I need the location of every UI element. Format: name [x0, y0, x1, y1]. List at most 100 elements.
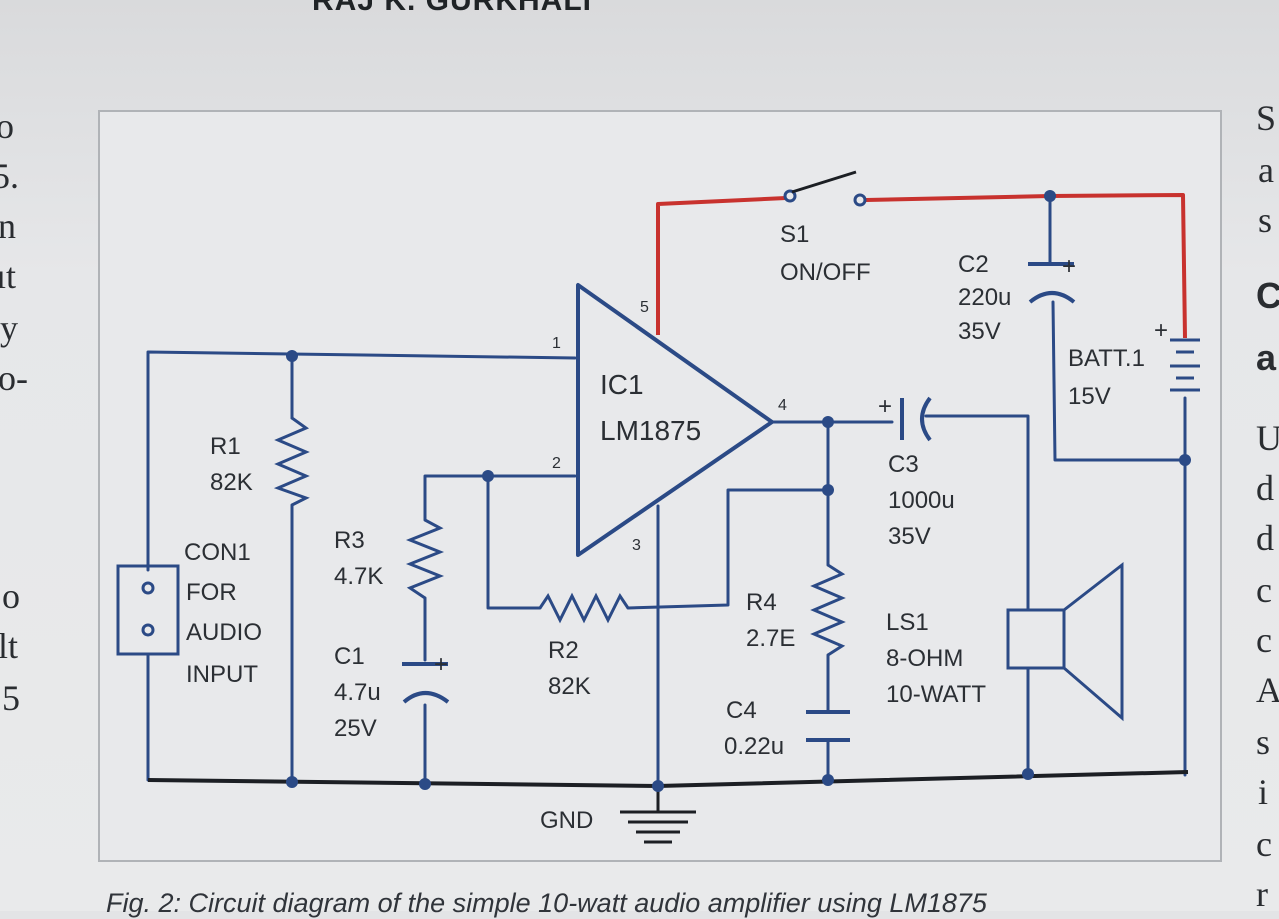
- c3-value: 1000u: [888, 487, 955, 514]
- ls1-rating: 10-WATT: [886, 681, 986, 708]
- ls1-speaker: [1006, 561, 1124, 722]
- left-text-fragment: ıt: [0, 256, 17, 296]
- c1-value: 4.7u: [334, 679, 381, 706]
- gnd-label: GND: [540, 807, 593, 834]
- pin-number: 5: [640, 299, 649, 316]
- c1-rating: 25V: [334, 715, 377, 742]
- battery-symbol: [1170, 338, 1200, 392]
- con1-connector: [116, 564, 180, 656]
- r1-value: 82K: [210, 469, 253, 496]
- left-text-fragment: o: [0, 106, 14, 146]
- supply-wire-battery: [865, 193, 1187, 339]
- s1-ref: S1: [780, 221, 809, 248]
- wire-c2-bottom: [1051, 300, 1187, 462]
- con1-terminal: [141, 623, 155, 637]
- junction-dot: [419, 778, 431, 790]
- junction-dot: [822, 774, 834, 786]
- r3-value: 4.7K: [334, 563, 383, 590]
- r2-resistor: [538, 592, 630, 624]
- r3-resistor: [405, 518, 445, 600]
- ic1-part: LM1875: [600, 415, 701, 446]
- junction-dot: [1022, 768, 1034, 780]
- c4-ref: C4: [726, 697, 757, 724]
- s1-switch: [783, 170, 867, 207]
- left-text-fragment: y: [0, 308, 18, 348]
- junction-dot: [1044, 190, 1056, 202]
- batt-ref: BATT.1: [1068, 345, 1145, 372]
- right-text-fragment: U: [1256, 418, 1279, 458]
- right-text-fragment: d: [1256, 518, 1274, 558]
- left-text-fragment: o: [2, 576, 20, 616]
- c1-capacitor: [402, 662, 450, 704]
- pin-number: 4: [778, 397, 787, 414]
- c2-value: 220u: [958, 284, 1011, 311]
- con1-line: FOR: [186, 579, 237, 606]
- junction-dot: [652, 780, 664, 792]
- right-text-fragment: c: [1256, 824, 1272, 864]
- right-text-fragment: i: [1258, 772, 1269, 812]
- polarity-plus: +: [878, 393, 892, 420]
- s1-value: ON/OFF: [780, 259, 871, 286]
- c4-value: 0.22u: [724, 733, 784, 760]
- right-text-fragment: d: [1256, 468, 1274, 508]
- right-text-fragment: S: [1256, 98, 1277, 138]
- junction-dot: [822, 416, 834, 428]
- pin-number: 1: [552, 335, 561, 352]
- polarity-plus: +: [1062, 253, 1076, 280]
- c2-capacitor: [1028, 262, 1076, 304]
- supply-wire-pin5: [656, 196, 787, 335]
- wire-c3-speaker: [924, 414, 1030, 612]
- wire-r2-right: [626, 488, 830, 610]
- batt-value: 15V: [1068, 383, 1111, 410]
- author-header: RAJ K. GURKHALI: [312, 0, 593, 17]
- r4-value: 2.7E: [746, 625, 795, 652]
- con1-line: INPUT: [186, 661, 258, 688]
- right-text-fragment: A: [1256, 670, 1279, 710]
- con1-terminal: [141, 581, 155, 595]
- c3-ref: C3: [888, 451, 919, 478]
- junction-dot: [822, 484, 834, 496]
- r4-resistor: [810, 563, 846, 657]
- polarity-plus: +: [1154, 317, 1168, 344]
- right-column-text: S a s C a U d d c c A s i c r: [1252, 0, 1279, 911]
- ls1-value: 8-OHM: [886, 645, 963, 672]
- right-text-fragment: C: [1256, 275, 1279, 316]
- right-text-fragment: a: [1258, 150, 1274, 190]
- wire-pin2: [423, 474, 577, 522]
- polarity-plus: +: [434, 651, 448, 678]
- ground-symbol: [620, 810, 696, 844]
- junction-dot: [482, 470, 494, 482]
- left-text-fragment: o-: [0, 358, 28, 398]
- r2-ref: R2: [548, 637, 579, 664]
- ic1-ref: IC1: [600, 369, 644, 400]
- right-text-fragment: s: [1258, 200, 1273, 240]
- pin-number: 2: [552, 455, 561, 472]
- wire-r2-left: [486, 474, 542, 610]
- right-text-fragment: s: [1256, 722, 1271, 762]
- right-text-fragment: r: [1256, 874, 1268, 911]
- c2-ref: C2: [958, 251, 989, 278]
- left-text-fragment: lt: [0, 626, 19, 666]
- r3-ref: R3: [334, 527, 365, 554]
- left-text-fragment: n: [0, 206, 16, 246]
- pin-number: 3: [632, 537, 641, 554]
- c2-rating: 35V: [958, 318, 1001, 345]
- r4-ref: R4: [746, 589, 777, 616]
- junction-dot: [1179, 454, 1191, 466]
- wire-input-to-pin1: [146, 350, 577, 572]
- ic1-triangle: [576, 283, 774, 557]
- r2-value: 82K: [548, 673, 591, 700]
- left-column-text: o 5. n ıt y o- o lt 5: [0, 0, 40, 911]
- junction-dot: [286, 776, 298, 788]
- r1-ref: R1: [210, 433, 241, 460]
- c3-capacitor: [900, 396, 932, 442]
- left-text-fragment: 5: [2, 678, 20, 718]
- r1-resistor: [273, 416, 310, 507]
- ls1-ref: LS1: [886, 609, 929, 636]
- right-text-fragment: c: [1256, 620, 1272, 660]
- con1-line: AUDIO: [186, 619, 262, 646]
- right-text-fragment: c: [1256, 570, 1272, 610]
- left-text-fragment: 5.: [0, 156, 19, 196]
- junction-dot: [286, 350, 298, 362]
